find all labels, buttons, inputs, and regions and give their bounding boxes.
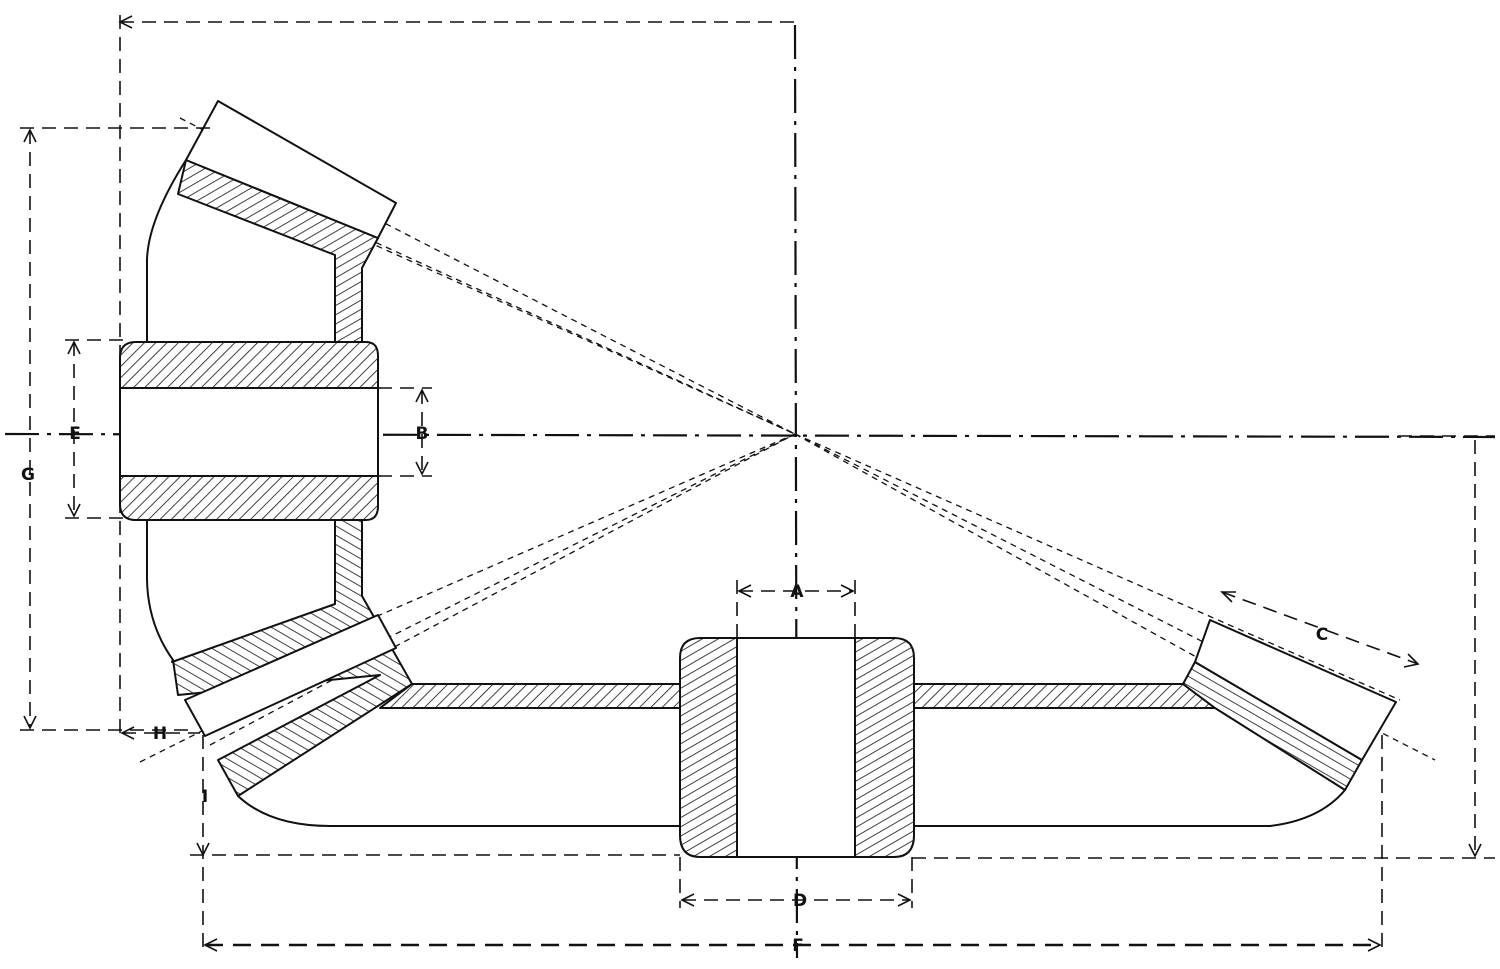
label-i: I <box>202 787 208 807</box>
ring-gear <box>237 619 1397 858</box>
dimension-labels: A B C D E F G H I <box>21 424 1328 956</box>
gear-right-tooth <box>1194 619 1397 761</box>
label-e: E <box>69 424 81 444</box>
pinion-upper-tooth <box>185 100 397 239</box>
label-h: H <box>153 724 167 744</box>
pinion-body-outline <box>146 159 187 661</box>
gear-left-web <box>379 683 681 709</box>
pinion-bore <box>119 387 379 477</box>
pinion-hub-lower <box>119 475 379 521</box>
pinion-lower-tooth <box>184 614 397 737</box>
gear-right-web <box>911 683 1216 709</box>
label-g: G <box>21 465 35 485</box>
gear-right-body-outline <box>912 789 1346 827</box>
gear-bore <box>736 637 856 858</box>
label-c: C <box>1316 625 1328 645</box>
label-f: F <box>792 936 804 956</box>
pinion-gear <box>119 100 413 797</box>
label-b: B <box>416 424 429 444</box>
gear-left-body-outline <box>237 795 680 827</box>
gear-right-rim <box>1182 661 1363 791</box>
label-d: D <box>793 891 807 911</box>
label-a: A <box>790 582 804 602</box>
pinion-hub-upper <box>119 341 379 389</box>
dimension-lines <box>20 15 1495 955</box>
